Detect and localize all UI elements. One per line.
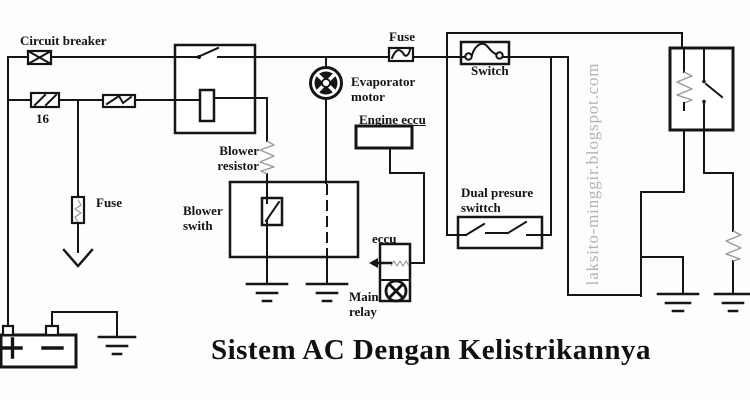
blower-switch-label-1: Blower: [183, 203, 223, 218]
relay-coil-spring-icon: [676, 71, 693, 104]
blower-resistor-label-1: Blower: [219, 143, 259, 158]
evaporator-motor-symbol: [309, 66, 343, 100]
main-relay-contact-icon: [384, 279, 408, 303]
fuse-symbol-2: [101, 93, 137, 109]
watermark-text: laksito-minggir.blogspot.com: [583, 62, 602, 286]
battery-negative-post: [44, 324, 60, 337]
ground-symbol-resistor: [713, 292, 750, 313]
switch-label: Switch: [471, 63, 509, 78]
eccu-internals: [369, 258, 410, 303]
ground-symbol-blower: [245, 282, 289, 303]
evaporator-motor-label-2: motor: [351, 89, 385, 104]
fuse-top-symbol: [387, 46, 415, 63]
fuse-top-label: Fuse: [389, 29, 415, 44]
thermo-switch-contact: [460, 42, 510, 61]
main-relay-label-1: Main: [349, 289, 379, 304]
eccu-coil-icon: [390, 260, 410, 267]
ground-symbol-clutch: [656, 292, 700, 313]
down-arrow-icon: [62, 248, 94, 268]
circuit-breaker-symbol: [26, 49, 53, 66]
diagram-title: Sistem AC Dengan Kelistrikannya: [210, 334, 652, 366]
fuse-left-symbol: [70, 195, 86, 225]
blower-switch-contact: [264, 200, 281, 223]
fuse-rating-label: 16: [36, 111, 49, 126]
plus-sign-icon: [2, 337, 23, 359]
blower-switch-box: [228, 180, 360, 259]
ground-symbol-motor: [305, 282, 349, 303]
fuse-left-label: Fuse: [96, 195, 122, 210]
wire-network: [7, 32, 734, 338]
engine-eccu-box: [354, 124, 414, 150]
circuit-breaker-label: Circuit breaker: [20, 33, 107, 48]
engine-eccu-label: Engine eccu: [359, 112, 426, 127]
ground-symbol-battery: [97, 335, 137, 356]
blower-relay-contact: [197, 46, 220, 59]
dual-pressure-label-2: swittch: [461, 200, 501, 215]
clutch-resistor-symbol: [725, 230, 742, 262]
magnetic-clutch-relay-box: [668, 46, 735, 132]
blower-resistor-label-2: resistor: [217, 158, 259, 173]
battery-positive-post: [1, 324, 15, 337]
relay-coil-symbol: [198, 88, 216, 123]
dual-pressure-label-1: Dual presure: [461, 185, 534, 200]
blower-switch-label-2: swith: [183, 218, 213, 233]
main-relay-label-2: relay: [349, 304, 377, 319]
evaporator-motor-label-1: Evaporator: [351, 74, 416, 89]
relay-actuation-arrow-icon: [369, 258, 378, 268]
battery-symbol: [0, 324, 78, 369]
eccu-label: eccu: [372, 231, 397, 246]
dual-pressure-contacts: [457, 220, 543, 237]
blower-relay-box: [173, 43, 257, 135]
clutch-relay-internals: [676, 47, 724, 131]
blower-resistor-symbol: [259, 140, 275, 175]
fuse-16-symbol: [29, 91, 61, 109]
